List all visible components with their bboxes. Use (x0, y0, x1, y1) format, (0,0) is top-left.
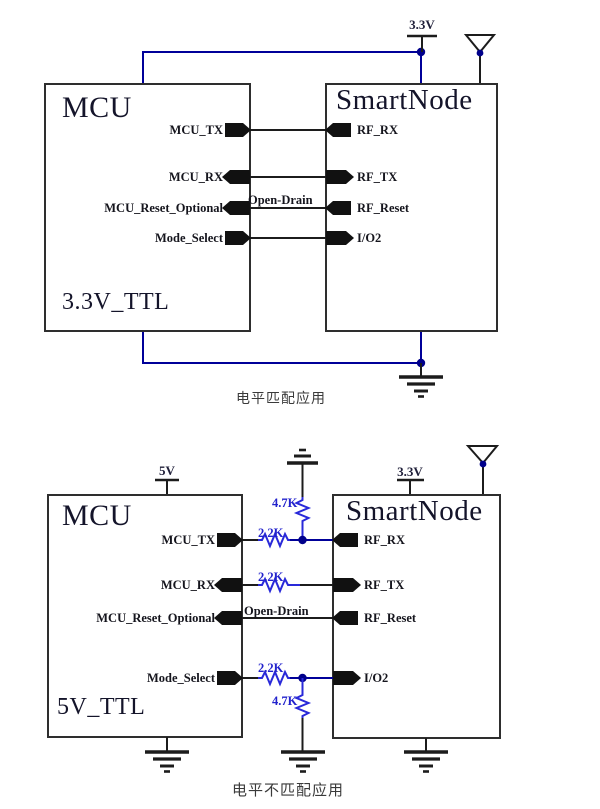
d2-pin-label-rf-tx: RF_TX (364, 577, 405, 592)
d1-pin-label-io2: I/O2 (357, 230, 382, 245)
d2-resistor-label-pullup: 4.7K (272, 496, 298, 510)
d2-resistor-label-pulldown: 4.7K (272, 694, 298, 708)
d2-mcu-pin-flags (214, 533, 243, 685)
d2-pin-label-mcu-reset: MCU_Reset_Optional (96, 610, 215, 625)
pin-flag-mode-select (225, 231, 251, 245)
d2-pin-label-mode-select: Mode_Select (146, 670, 215, 685)
d1-open-drain-label: Open-Drain (248, 193, 313, 207)
pin-flag-rf-rx (325, 123, 351, 137)
d1-pin-label-mcu-tx: MCU_TX (169, 122, 223, 137)
d2-pin-label-rf-reset: RF_Reset (364, 610, 417, 625)
pin-flag-mcu-tx (225, 123, 251, 137)
d2-resistor-label-series-mode: 2.2K (258, 661, 284, 675)
pin-flag-mcu-rx (222, 170, 250, 184)
pullup-ground-icon (287, 448, 318, 497)
d2-open-drain-label: Open-Drain (244, 604, 309, 618)
d2-pin-label-rf-rx: RF_RX (364, 532, 405, 547)
d1-pin-label-rf-reset: RF_Reset (357, 200, 410, 215)
power-rail-icon (407, 34, 437, 52)
pin-flag-rf-reset (325, 201, 351, 215)
d2-smartnode-pin-flags (332, 533, 361, 685)
d1-pin-label-mcu-reset: MCU_Reset_Optional (104, 200, 223, 215)
power-rail-icon (397, 478, 424, 495)
d2-mcu-box (47, 494, 243, 738)
pin-flag-rf-tx (326, 170, 354, 184)
d1-caption: 电平匹配应用 (236, 391, 326, 407)
d1-pin-label-rf-tx: RF_TX (357, 169, 398, 184)
pin-flag-rf-rx (332, 533, 358, 547)
d2-pin-label-mcu-rx: MCU_RX (160, 577, 215, 592)
d1-mcu-title: MCU (62, 91, 132, 124)
pin-flag-io2 (333, 671, 361, 685)
pin-flag-mcu-reset (222, 201, 250, 215)
d2-pin-label-mcu-tx: MCU_TX (161, 532, 215, 547)
d2-linework (47, 445, 501, 773)
antenna-icon (465, 445, 500, 495)
pin-flag-mcu-rx (214, 578, 242, 592)
pin-flag-mcu-tx (217, 533, 243, 547)
antenna-icon (463, 34, 497, 84)
d2-mcu-level-label: 5V_TTL (57, 694, 146, 720)
d1-mcu-level-label: 3.3V_TTL (62, 289, 170, 315)
d1-signal-wires (250, 129, 327, 239)
resistor-series-tx-2k2 (258, 531, 290, 549)
d2-smartnode-title: SmartNode (346, 495, 483, 527)
pin-flag-mcu-reset (214, 611, 242, 625)
d1-pin-label-mcu-rx: MCU_RX (168, 169, 223, 184)
pin-flag-rf-tx (333, 578, 361, 592)
d2-caption: 电平不匹配应用 (231, 781, 345, 799)
d1-mcu-box (44, 83, 251, 332)
d2-pin-label-io2: I/O2 (364, 670, 389, 685)
d1-smartnode-pin-flags (325, 123, 354, 245)
ground-icon (399, 363, 443, 398)
d1-mcu-pin-flags (222, 123, 251, 245)
d2-smartnode-box (332, 494, 501, 739)
d1-smartnode-box (325, 83, 498, 332)
d1-power-label: 3.3V (409, 17, 435, 32)
ground-icon (404, 738, 448, 773)
pin-flag-mode-select (217, 671, 243, 685)
pin-flag-rf-reset (332, 611, 358, 625)
d1-smartnode-title: SmartNode (336, 84, 473, 116)
pin-flag-io2 (326, 231, 354, 245)
d1-gnd-wire (142, 331, 422, 364)
d1-linework (44, 34, 498, 398)
d2-mcu-power-label: 5V (159, 463, 175, 478)
ground-icon (281, 718, 325, 773)
d2-resistor-label-series-tx: 2.2K (258, 526, 284, 540)
power-rail-icon (155, 478, 179, 495)
d1-vcc-wire (142, 51, 422, 84)
d1-pin-label-rf-rx: RF_RX (357, 122, 398, 137)
d2-mcu-title: MCU (62, 499, 132, 532)
ground-icon (145, 737, 189, 773)
resistor-series-mode-2k2 (258, 669, 290, 687)
d2-resistor-label-series-rx: 2.2K (258, 570, 284, 584)
resistor-pulldown-4k7 (293, 692, 312, 718)
d1-pin-label-mode-select: Mode_Select (154, 230, 223, 245)
resistor-pullup-4k7 (293, 497, 312, 523)
d2-smartnode-power-label: 3.3V (397, 464, 423, 479)
junction-dot (298, 535, 307, 545)
resistor-series-rx-2k2 (258, 576, 290, 594)
